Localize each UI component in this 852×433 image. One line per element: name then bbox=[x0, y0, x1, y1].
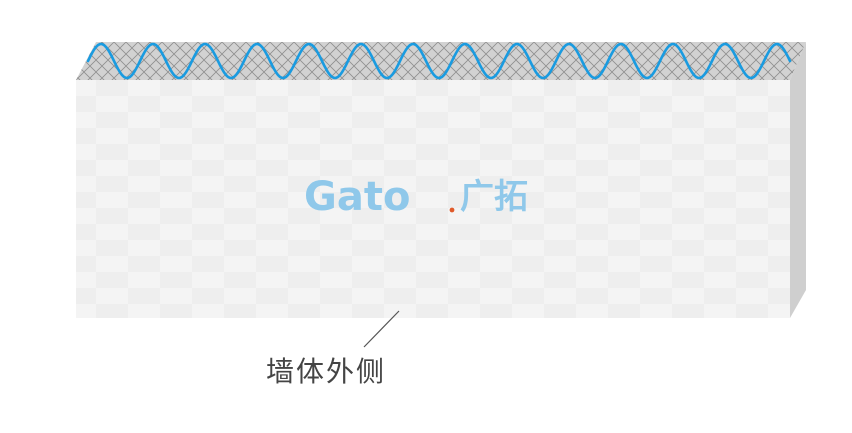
fiber-wave bbox=[86, 42, 792, 80]
logo-cn-text: 广拓 bbox=[460, 177, 528, 217]
logo-dot bbox=[449, 207, 455, 213]
top-mesh-face bbox=[76, 42, 806, 80]
wall-outside-label: 墙体外侧 bbox=[266, 355, 386, 388]
leader-line bbox=[363, 310, 400, 348]
side-face bbox=[790, 42, 806, 318]
gato-logo: Gato 广拓 bbox=[304, 174, 528, 220]
front-face bbox=[76, 80, 790, 318]
logo-latin-text: Gato bbox=[304, 174, 410, 220]
